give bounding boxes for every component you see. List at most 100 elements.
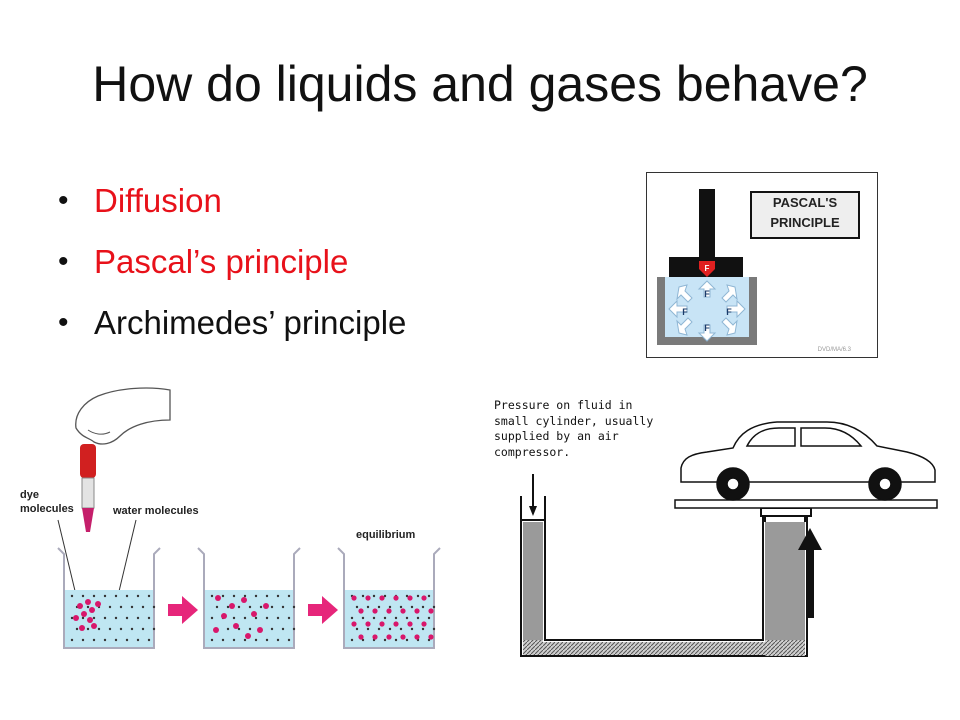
water-molecule — [125, 616, 129, 620]
bullet-list: •Diffusion •Pascal’s principle •Archimed… — [58, 176, 406, 359]
water-molecule — [221, 594, 225, 598]
water-molecule — [259, 605, 263, 609]
arrow-right-icon — [168, 596, 198, 624]
pascal-principle-figure: PASCAL'S PRINCIPLE F F F F F DVD/MA/6.3 — [646, 172, 878, 358]
water-molecule — [394, 616, 398, 620]
water-molecule — [119, 605, 123, 609]
dye-molecule — [351, 621, 357, 627]
diffusion-figure: dye molecules water molecules equilibriu… — [20, 387, 441, 649]
dye-molecule — [91, 623, 97, 629]
water-molecule — [237, 605, 241, 609]
dye-molecule — [85, 599, 91, 605]
water-molecule — [427, 616, 431, 620]
water-molecule — [81, 616, 85, 620]
water-molecule — [136, 638, 140, 642]
water-molecule — [432, 627, 436, 631]
water-molecule — [416, 594, 420, 598]
dye-molecule — [393, 595, 399, 601]
arrow-down-icon — [529, 506, 537, 516]
dye-molecule — [81, 611, 87, 617]
water-molecule — [226, 627, 230, 631]
water-molecule — [103, 638, 107, 642]
water-molecule — [221, 638, 225, 642]
dye-molecule — [407, 621, 413, 627]
arrow-upleft-icon — [676, 284, 693, 303]
water-molecule — [243, 616, 247, 620]
water-molecule — [270, 627, 274, 631]
water-molecule — [276, 594, 280, 598]
water-molecule — [287, 638, 291, 642]
water-molecule — [350, 616, 354, 620]
force-label: F — [682, 307, 688, 317]
lift-platform — [674, 499, 938, 509]
water-molecule — [232, 594, 236, 598]
dye-molecule — [358, 608, 364, 614]
force-arrow-icon — [699, 261, 715, 277]
water-molecule — [292, 605, 296, 609]
water-molecule — [287, 594, 291, 598]
water-molecule — [97, 627, 101, 631]
water-molecule — [350, 638, 354, 642]
water-molecule — [372, 594, 376, 598]
dye-molecule — [221, 613, 227, 619]
dye-molecule — [215, 595, 221, 601]
force-label: F — [705, 264, 710, 273]
dye-molecule — [351, 595, 357, 601]
dye-molecule — [400, 608, 406, 614]
caption-line: small cylinder, usually — [494, 413, 654, 428]
dye-label-line: dye — [20, 489, 39, 501]
water-molecule — [103, 594, 107, 598]
water-molecule — [147, 616, 151, 620]
water-molecule — [416, 616, 420, 620]
water-molecule — [130, 605, 134, 609]
water-molecule — [372, 616, 376, 620]
dye-molecule — [428, 634, 434, 640]
water-molecules-label: water molecules — [112, 505, 199, 517]
water-molecule — [92, 638, 96, 642]
dye-molecule — [365, 621, 371, 627]
dye-molecule — [379, 595, 385, 601]
caption-line: compressor. — [494, 444, 571, 459]
water-molecule — [86, 627, 90, 631]
water-molecule — [70, 594, 74, 598]
arrow-upright-icon — [721, 284, 738, 303]
water-molecule — [114, 616, 118, 620]
dye-label-line: molecules — [20, 503, 74, 515]
water-molecule — [281, 627, 285, 631]
water-molecule — [281, 605, 285, 609]
water-molecule — [399, 605, 403, 609]
water-molecule — [388, 605, 392, 609]
water-molecule — [232, 616, 236, 620]
water-molecule — [366, 627, 370, 631]
dye-molecule — [386, 608, 392, 614]
dropper-tube — [81, 477, 95, 509]
bullet-diffusion: •Diffusion — [58, 176, 406, 237]
water-molecule — [226, 605, 230, 609]
water-molecule — [130, 627, 134, 631]
bullet-dot-icon: • — [58, 245, 69, 278]
water-molecule — [70, 638, 74, 642]
dye-molecule — [79, 625, 85, 631]
water-molecule — [136, 616, 140, 620]
water-molecule — [265, 638, 269, 642]
arrow-left-icon — [668, 299, 688, 319]
hand-icon — [75, 387, 171, 445]
pascal-label-line2: PRINCIPLE — [770, 215, 840, 230]
water-molecule — [119, 627, 123, 631]
arrow-right-icon — [308, 596, 338, 624]
arrow-up-icon — [798, 528, 822, 550]
water-molecule — [215, 605, 219, 609]
water-molecule — [210, 638, 214, 642]
pascal-drawing: F F F F F DVD/MA/6.3 — [657, 189, 852, 353]
water-molecule — [70, 616, 74, 620]
dye-molecule — [400, 634, 406, 640]
water-molecule — [86, 605, 90, 609]
water-molecule — [237, 627, 241, 631]
arrow-up-icon — [697, 280, 717, 298]
dye-molecule — [77, 603, 83, 609]
water-molecule — [108, 627, 112, 631]
water-molecule — [405, 616, 409, 620]
beaker-1 — [57, 547, 161, 649]
water-molecule — [125, 638, 129, 642]
dye-molecule — [233, 623, 239, 629]
